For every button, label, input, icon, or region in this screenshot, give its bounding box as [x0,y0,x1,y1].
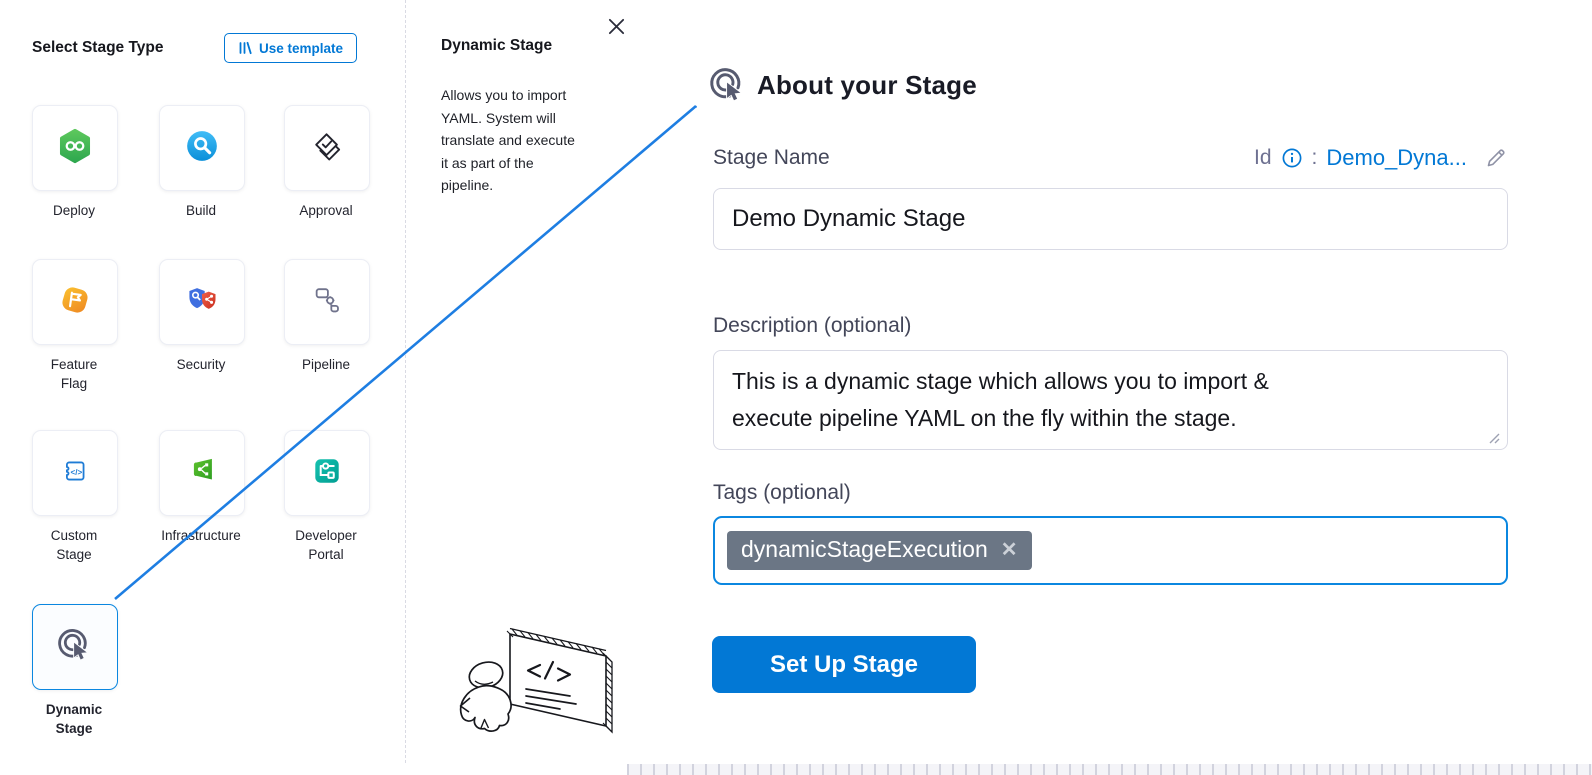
stage-card-security: Security [159,259,245,374]
deploy-icon [57,128,93,169]
infrastructure-icon [184,453,220,494]
stage-card-label: Build [185,203,217,218]
security-icon [184,282,220,323]
stage-card-label: Approval [299,203,353,218]
stage-card-label: Pipeline [301,357,351,372]
panel-divider [405,0,406,763]
stage-card-label: Infrastructure [161,528,241,543]
id-separator: : [1311,146,1318,169]
stage-card-infrastructure: Infrastructure [159,430,245,545]
dynamic-stage-icon [57,627,93,668]
stage-card-deploy: Deploy [32,105,118,220]
remove-tag-icon[interactable]: ✕ [1000,538,1018,561]
security-card[interactable] [159,259,245,345]
stage-card-label: Deploy [52,203,96,218]
approval-card[interactable] [284,105,370,191]
close-icon [607,17,626,36]
deploy-card[interactable] [32,105,118,191]
approval-icon [309,128,345,169]
tag-chip-text: dynamicStageExecution [741,536,988,562]
close-button[interactable] [603,13,629,39]
stage-card-feature-flag: Feature Flag [32,259,118,393]
build-icon [184,128,220,169]
info-panel-title: Dynamic Stage [441,37,553,54]
stage-card-label: Custom Stage [50,528,98,562]
use-template-label: Use template [259,40,344,56]
stage-id-group: Id : Demo_Dyna... [1254,145,1508,171]
info-panel-description: Allows you to import YAML. System will t… [441,87,575,193]
custom-stage-icon: </> [57,453,93,494]
developer-portal-card[interactable] [284,430,370,516]
info-icon[interactable] [1281,147,1303,169]
about-header: About your Stage [709,66,977,104]
stage-name-row: Stage Name Id : Demo_Dyna... [713,145,1508,171]
dynamic-stage-icon [709,66,747,104]
stage-card-label: Security [176,357,226,372]
id-label: Id [1254,146,1272,169]
feature-flag-icon [57,282,93,323]
pipeline-icon [309,282,345,323]
description-textarea[interactable]: This is a dynamic stage which allows you… [713,350,1508,450]
feature-flag-card[interactable] [32,259,118,345]
resize-handle-icon[interactable] [1488,432,1500,444]
stage-card-build: Build [159,105,245,220]
custom-stage-card[interactable]: </> [32,430,118,516]
edit-id-button[interactable] [1484,146,1508,170]
use-template-button[interactable]: Use template [224,33,358,63]
stage-name-input[interactable] [713,188,1508,250]
set-up-stage-button[interactable]: Set Up Stage [712,636,976,693]
about-your-stage-title: About your Stage [757,69,977,100]
dynamic-stage-card[interactable] [32,604,118,690]
pipeline-canvas-edge [627,764,1592,775]
stage-name-label: Stage Name [713,146,830,169]
tags-label: Tags (optional) [713,481,851,504]
stage-card-label: Dynamic Stage [45,702,103,736]
stage-card-pipeline: Pipeline [284,259,370,374]
select-stage-type-title: Select Stage Type [32,39,164,56]
tags-input[interactable]: dynamicStageExecution ✕ [713,516,1508,585]
pipeline-card[interactable] [284,259,370,345]
stage-card-dynamic-stage: Dynamic Stage [32,604,118,738]
stage-card-custom-stage: </> Custom Stage [32,430,118,564]
infrastructure-card[interactable] [159,430,245,516]
template-library-icon [238,41,252,55]
description-label: Description (optional) [713,314,912,337]
svg-text:</>: </> [71,468,83,477]
id-value: Demo_Dyna... [1326,145,1467,170]
pencil-icon [1484,146,1508,170]
stage-card-developer-portal: Developer Portal [284,430,370,564]
developer-portal-icon [309,453,345,494]
stage-card-approval: Approval [284,105,370,220]
stage-card-label: Developer Portal [295,528,357,562]
stage-card-label: Feature Flag [50,357,98,391]
tag-chip: dynamicStageExecution ✕ [727,531,1032,570]
stage-illustration [448,612,638,745]
build-card[interactable] [159,105,245,191]
